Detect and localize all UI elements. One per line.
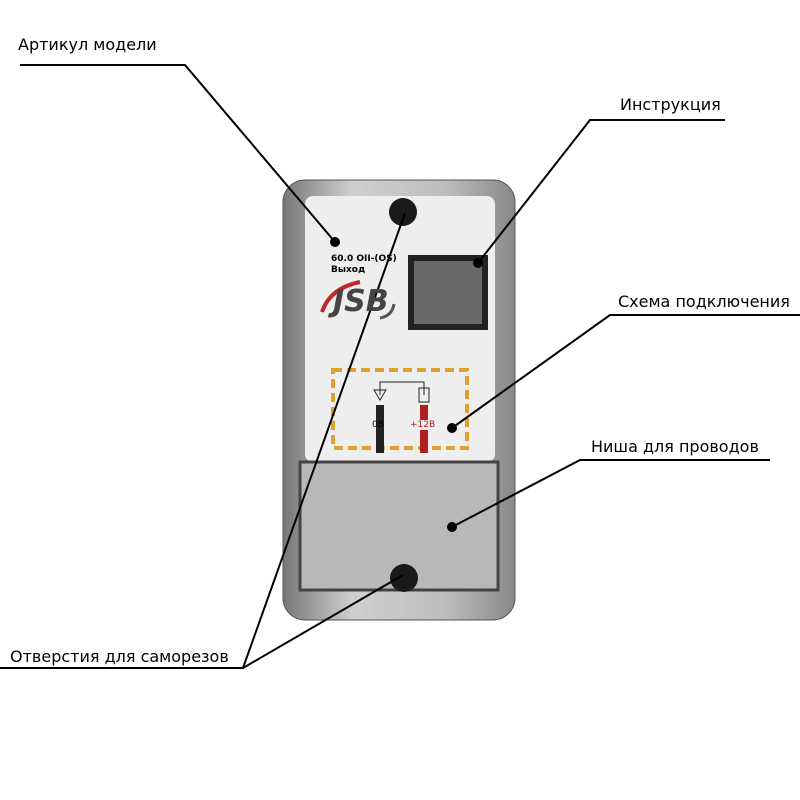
- wire-0v: [376, 405, 384, 453]
- qr-code: [408, 255, 488, 330]
- brand-logo: JSB: [333, 284, 389, 319]
- brand-swoosh: [320, 280, 361, 313]
- bottom-screw-hole: [390, 564, 418, 592]
- callout-dots: [330, 237, 483, 532]
- terminal-0v-label: 0В: [372, 420, 384, 430]
- scheme-dashed-border: [331, 368, 469, 450]
- callout-lines: [0, 64, 800, 669]
- model-code: 60.0 OII-(OS): [331, 254, 397, 264]
- label-scheme: Схема подключения: [618, 292, 790, 311]
- label-niche: Ниша для проводов: [591, 437, 759, 456]
- output-label: Выход: [331, 265, 366, 275]
- top-screw-hole: [389, 198, 417, 226]
- label-instruction: Инструкция: [620, 95, 721, 114]
- label-article: Артикул модели: [18, 35, 157, 54]
- terminal-12v-label: +12В: [410, 420, 436, 430]
- label-holes: Отверстия для саморезов: [10, 647, 229, 666]
